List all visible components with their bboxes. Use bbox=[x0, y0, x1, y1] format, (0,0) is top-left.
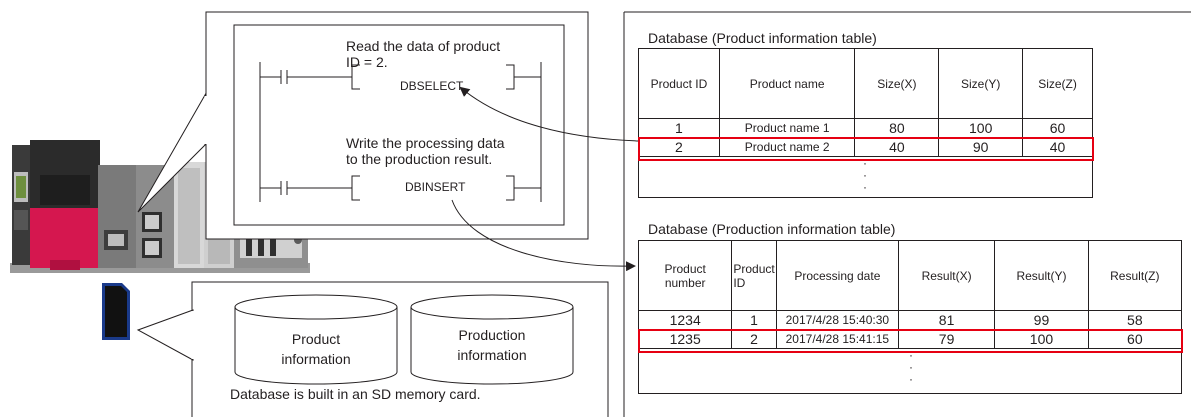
write-note-line-2: to the production result. bbox=[346, 151, 493, 167]
header-cell: Size(Z) bbox=[1022, 48, 1093, 119]
cylinder-label-production-line-1: Production bbox=[458, 327, 526, 343]
header-cell: Result(X) bbox=[897, 240, 996, 311]
table-cell: 60 bbox=[1022, 118, 1093, 138]
header-cell: Result(Y) bbox=[994, 240, 1089, 311]
dbselect-instruction: DBSELECT bbox=[400, 79, 464, 93]
ellipsis-dot: · bbox=[909, 360, 913, 374]
header-line: number bbox=[664, 275, 706, 290]
table-cell: 2017/4/28 15:40:30 bbox=[775, 310, 899, 330]
header-line: Product bbox=[664, 261, 706, 276]
header-line: ID bbox=[733, 275, 746, 290]
ladder-callout bbox=[137, 11, 589, 240]
table-cell: 1234 bbox=[637, 310, 733, 330]
header-cell: Product ID bbox=[638, 48, 720, 119]
ellipsis-dot: · bbox=[863, 180, 867, 194]
dbinsert-instruction: DBINSERT bbox=[405, 180, 466, 194]
cylinder-label-production: Production information bbox=[411, 325, 573, 365]
cylinder-label-product-line-2: information bbox=[281, 351, 351, 367]
cylinder-label-product: Product information bbox=[235, 329, 397, 369]
header-cell: Size(X) bbox=[854, 48, 940, 119]
table-ellipsis-row: · · · bbox=[638, 156, 1093, 198]
table-cell: 1 bbox=[731, 310, 777, 330]
write-note-line-1: Write the processing data bbox=[346, 135, 505, 151]
table-row: 2 Product name 2 40 90 40 bbox=[638, 137, 1093, 157]
ellipsis-dot: · bbox=[863, 168, 867, 182]
write-note: Write the processing data to the product… bbox=[346, 135, 505, 167]
cylinder-label-product-line-1: Product bbox=[291, 331, 341, 347]
header-cell: Product name bbox=[718, 48, 856, 119]
header-cell: Size(Y) bbox=[938, 48, 1024, 119]
cylinder-label-production-line-2: information bbox=[457, 347, 527, 363]
table-cell: 1 bbox=[638, 118, 720, 138]
database-panel-frame bbox=[623, 11, 1191, 417]
product-table: Product ID Product name Size(X) Size(Y) … bbox=[638, 48, 1093, 198]
table-cell: 100 bbox=[938, 118, 1024, 138]
database-cylinders bbox=[234, 294, 574, 385]
read-note-line-2: ID = 2. bbox=[346, 54, 388, 70]
product-highlight bbox=[638, 137, 1094, 161]
header-cell: Processing date bbox=[775, 240, 899, 311]
sd-card-icon bbox=[102, 283, 130, 340]
table-cell: 99 bbox=[994, 310, 1089, 330]
ellipsis-dot: · bbox=[909, 372, 913, 386]
table-cell: 80 bbox=[854, 118, 940, 138]
plc-hardware bbox=[10, 140, 310, 273]
sd-caption: Database is built in an SD memory card. bbox=[230, 386, 481, 402]
table-row: 1 Product name 1 80 100 60 bbox=[638, 118, 1093, 138]
read-note-line-1: Read the data of product bbox=[346, 38, 501, 54]
ladder-diagram bbox=[259, 62, 542, 202]
ellipsis-dot: · bbox=[863, 156, 867, 170]
production-table-title: Database (Production information table) bbox=[648, 221, 896, 237]
table-cell: Product name 1 bbox=[718, 118, 856, 138]
header-line: Product bbox=[733, 261, 775, 276]
table-ellipsis-row: · · · bbox=[638, 348, 1182, 394]
read-note: Read the data of product ID = 2. bbox=[346, 38, 500, 70]
table-cell: 81 bbox=[897, 310, 996, 330]
product-table-header: Product ID Product name Size(X) Size(Y) … bbox=[638, 48, 1093, 119]
product-table-title: Database (Product information table) bbox=[648, 30, 877, 46]
header-cell: Result(Z) bbox=[1087, 240, 1183, 311]
ellipsis-dot: · bbox=[909, 348, 913, 362]
flow-arrows bbox=[451, 86, 639, 272]
table-cell: 58 bbox=[1087, 310, 1183, 330]
production-highlight bbox=[638, 329, 1183, 353]
table-row: 1234 1 2017/4/28 15:40:30 81 99 58 bbox=[637, 310, 1183, 330]
